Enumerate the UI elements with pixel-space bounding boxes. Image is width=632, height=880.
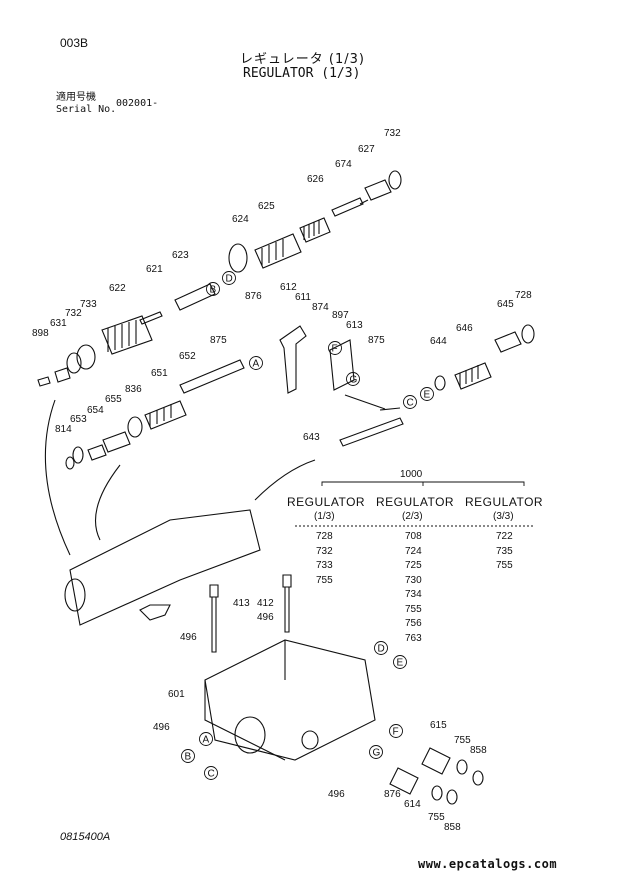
assembly-col-2-name: REGULATOR	[376, 495, 455, 509]
ref-letter-a-top: A	[253, 359, 260, 370]
ref-letter-b-top: B	[210, 285, 217, 296]
table-row: 755	[316, 574, 333, 586]
table-row: 725	[405, 560, 422, 571]
drawing-code: 0815400A	[60, 831, 111, 843]
assembly-col-1-sub: (1/3)	[314, 511, 335, 522]
table-row: 722	[496, 531, 513, 542]
callout-496-b: 496	[257, 612, 274, 623]
ref-letter-g-bottom: G	[373, 748, 381, 759]
table-row: 756	[405, 618, 422, 629]
ref-letter-g-top: G	[350, 375, 358, 386]
ref-letter-f-bottom: F	[393, 727, 399, 738]
callout-613: 613	[346, 320, 363, 331]
callout-897: 897	[332, 310, 349, 321]
serial-value: 002001-	[116, 98, 159, 109]
assembly-col-1-name: REGULATOR	[287, 495, 366, 509]
serial-label-jp: 適用号機	[56, 92, 96, 103]
table-row: 734	[405, 589, 422, 600]
callout-876-top: 876	[245, 291, 262, 302]
callout-496-c: 496	[153, 722, 170, 733]
callout-814: 814	[55, 424, 72, 435]
ref-letter-d-bottom: D	[378, 644, 385, 655]
callout-732-top: 732	[384, 128, 401, 139]
callout-653: 653	[70, 414, 87, 425]
callout-621: 621	[146, 264, 163, 275]
table-row: 728	[316, 531, 333, 542]
table-row: 733	[316, 560, 333, 571]
callout-612: 612	[280, 282, 297, 293]
assembly-col-2-sub: (2/3)	[402, 511, 423, 522]
callout-898: 898	[32, 328, 49, 339]
callout-615: 615	[430, 720, 447, 731]
callout-622: 622	[109, 283, 126, 294]
table-row: 735	[496, 545, 513, 557]
table-row: 755	[496, 560, 513, 571]
table-row: 708	[405, 531, 422, 542]
callout-836: 836	[125, 384, 142, 395]
callout-755-b: 755	[428, 812, 445, 823]
callout-646: 646	[456, 323, 473, 334]
callout-614: 614	[404, 799, 421, 810]
callout-623: 623	[172, 250, 189, 261]
callout-651: 651	[151, 368, 168, 379]
callout-645: 645	[497, 299, 514, 310]
table-row: 730	[405, 574, 422, 586]
watermark-url: www.epcatalogs.com	[418, 857, 558, 871]
assembly-col-2-parts: 708 724 725 730 734 755 756 763	[405, 530, 422, 646]
callout-652: 652	[179, 351, 196, 362]
title-japanese: レギュレータ (1/3)	[240, 52, 365, 67]
callout-496-a: 496	[180, 632, 197, 643]
serial-label: Serial No.	[56, 104, 117, 115]
callout-631: 631	[50, 318, 67, 329]
assembly-col-3-sub: (3/3)	[493, 511, 514, 522]
ref-letter-a-bottom: A	[203, 735, 210, 746]
callout-874: 874	[312, 302, 329, 313]
callout-643: 643	[303, 432, 320, 443]
callout-674: 674	[335, 159, 352, 170]
callout-496-d: 496	[328, 789, 345, 800]
callout-412: 412	[257, 598, 274, 609]
ref-letter-f-top: F	[332, 344, 338, 355]
callout-875-left: 875	[210, 335, 227, 346]
callout-626: 626	[307, 174, 324, 185]
table-row: 724	[405, 545, 422, 557]
ref-letter-e-top: E	[424, 390, 431, 401]
callout-876-bottom: 876	[384, 789, 401, 800]
callout-611: 611	[295, 292, 311, 303]
callout-644: 644	[430, 336, 447, 347]
ref-letter-c-bottom: C	[208, 769, 215, 780]
callout-413: 413	[233, 598, 250, 609]
callout-625: 625	[258, 201, 275, 212]
assembly-col-1-parts: 728 732 733 755	[316, 530, 333, 588]
callout-755-r: 755	[454, 735, 471, 746]
table-row: 755	[405, 603, 422, 615]
assembly-col-3-name: REGULATOR	[465, 495, 544, 509]
callout-732-left: 732	[65, 308, 82, 319]
ref-letter-d-top: D	[226, 274, 233, 285]
callout-627: 627	[358, 144, 375, 155]
callout-858-r: 858	[470, 745, 487, 756]
callout-733: 733	[80, 299, 97, 310]
callout-numbers: 732 627 674 626 625 624 623 621 622 733 …	[32, 128, 532, 833]
ref-letter-c-top: C	[407, 398, 414, 409]
page-code: 003B	[60, 36, 89, 50]
callout-875-right: 875	[368, 335, 385, 346]
assembly-col-3-parts: 722 735 755	[496, 530, 513, 574]
table-row: 732	[316, 545, 333, 557]
callout-655: 655	[105, 394, 122, 405]
callout-858-b: 858	[444, 822, 461, 833]
ref-letter-b-bottom: B	[185, 752, 192, 763]
page-title: REGULATOR (1/3)	[243, 66, 361, 81]
table-row: 763	[405, 632, 422, 644]
callout-654: 654	[87, 405, 104, 416]
callout-728: 728	[515, 290, 532, 301]
ref-letter-e-bottom: E	[397, 658, 404, 669]
assembly-number: 1000	[400, 469, 423, 480]
callout-624: 624	[232, 214, 249, 225]
callout-601: 601	[168, 689, 185, 700]
